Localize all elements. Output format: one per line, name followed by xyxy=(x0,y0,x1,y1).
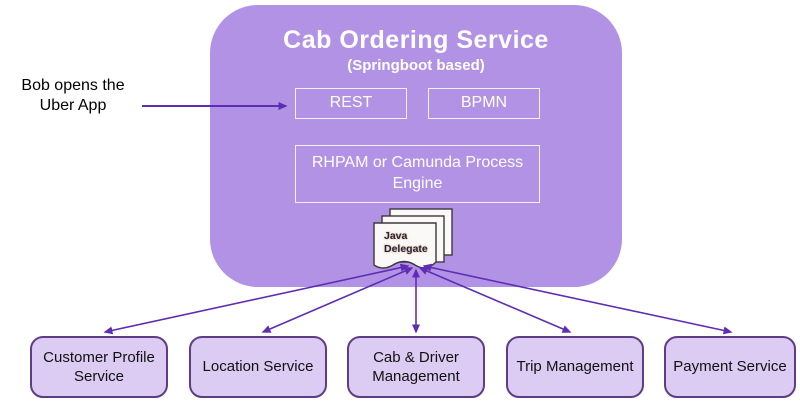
rest-component-box: REST xyxy=(295,88,407,119)
java-delegate-label: Java Delegate xyxy=(384,230,428,255)
service-box-payment: Payment Service xyxy=(664,336,796,398)
process-engine-box: RHPAM or Camunda Process Engine xyxy=(295,145,540,203)
diagram-subtitle: (Springboot based) xyxy=(347,57,485,74)
service-box-trip-management: Trip Management xyxy=(506,336,644,398)
service-box-cab-driver-management: Cab & Driver Management xyxy=(347,336,485,398)
annotation-bob-opens-uber-app: Bob opens the Uber App xyxy=(21,77,125,114)
service-box-location: Location Service xyxy=(189,336,327,398)
diagram-title: Cab Ordering Service xyxy=(283,26,549,54)
java-delegate-card-stack-icon xyxy=(373,208,453,269)
bpmn-component-box: BPMN xyxy=(428,88,540,119)
service-box-customer-profile: Customer Profile Service xyxy=(30,336,168,398)
